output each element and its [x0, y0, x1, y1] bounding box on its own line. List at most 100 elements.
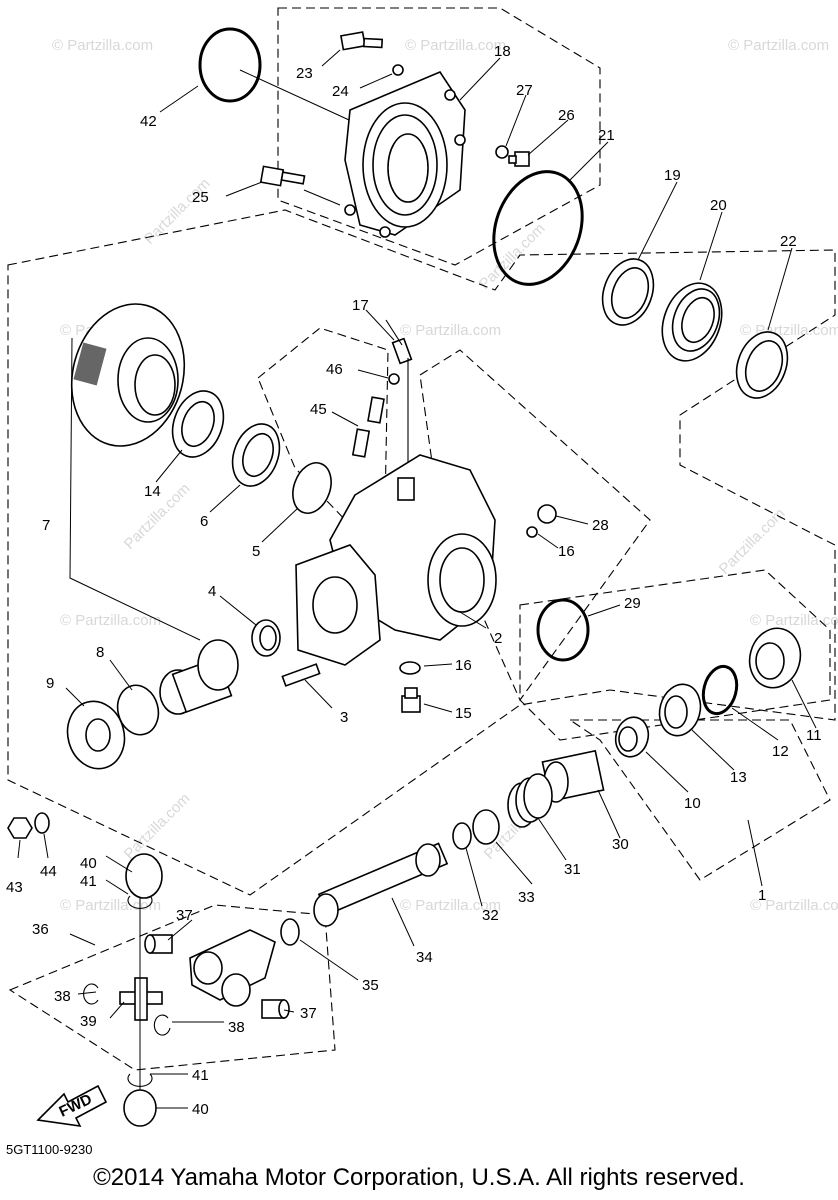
callout-32: 32 — [482, 907, 499, 924]
callout-30: 30 — [612, 836, 629, 853]
washer-44 — [34, 812, 50, 834]
callout-5: 5 — [252, 543, 260, 560]
callout-4: 4 — [208, 583, 216, 600]
callout-41: 41 — [80, 873, 97, 890]
callout-27: 27 — [516, 82, 533, 99]
callout-15: 15 — [455, 705, 472, 722]
callout-37: 37 — [176, 907, 193, 924]
pinion-bearing-outline — [257, 327, 389, 562]
callout-28: 28 — [592, 517, 609, 534]
ring-gear-7 — [70, 303, 186, 447]
housing-cover-outline — [277, 7, 601, 266]
callout-16: 16 — [558, 543, 575, 560]
main-assembly-outline — [7, 209, 836, 896]
callout-34: 34 — [416, 949, 433, 966]
callout-26: 26 — [558, 107, 575, 124]
spring-set-outline — [568, 719, 831, 881]
oil-seal-22 — [735, 331, 789, 399]
callout-18: 18 — [494, 43, 511, 60]
pinion-gear — [159, 639, 239, 715]
leader-lines — [17, 49, 817, 1109]
callout-24: 24 — [332, 83, 349, 100]
callout-46: 46 — [326, 361, 343, 378]
callout-44: 44 — [40, 863, 57, 880]
clip-46 — [388, 373, 400, 385]
callout-1: 1 — [758, 887, 766, 904]
callout-12: 12 — [772, 743, 789, 760]
circlip-38 — [83, 983, 99, 1005]
nut-11 — [748, 627, 802, 689]
callout-25: 25 — [192, 189, 209, 206]
callout-31: 31 — [564, 861, 581, 878]
callout-35: 35 — [362, 977, 379, 994]
bolt-23 — [340, 31, 384, 51]
fwd-arrow-icon: FWD — [36, 1084, 108, 1128]
circlip-35 — [280, 918, 300, 946]
bearing-13 — [658, 683, 702, 737]
callout-38: 38 — [228, 1019, 245, 1036]
callout-29: 29 — [624, 595, 641, 612]
washer-33 — [472, 809, 500, 845]
axis-line — [303, 189, 341, 206]
callout-43: 43 — [6, 879, 23, 896]
watermark: © Partzilla.com — [750, 897, 838, 914]
bearing-20 — [661, 282, 723, 362]
bearing-4 — [251, 619, 281, 657]
o-ring-21 — [492, 170, 584, 286]
breather-17 — [385, 319, 413, 480]
circlip-32 — [452, 822, 472, 850]
callout-23: 23 — [296, 65, 313, 82]
callout-22: 22 — [780, 233, 797, 250]
bearing-cup-37 — [144, 934, 173, 954]
drive-shaft-34 — [313, 842, 449, 927]
collar-10 — [614, 716, 650, 758]
callout-45: 45 — [310, 401, 327, 418]
bearing-9 — [66, 700, 126, 770]
bolt-25 — [259, 165, 306, 187]
plug-26 — [508, 151, 530, 167]
joint-outline — [8, 904, 336, 1071]
o-ring-29 — [536, 598, 590, 662]
axis-line — [239, 69, 361, 126]
yoke — [189, 929, 276, 1007]
callout-16: 16 — [455, 657, 472, 674]
stud-3 — [281, 663, 321, 687]
watermark: © Partzilla.com — [400, 322, 501, 339]
needle-bearing-6 — [231, 423, 281, 487]
watermark: © Partzilla.com — [750, 612, 838, 629]
callout-40: 40 — [192, 1101, 209, 1118]
watermark: Partzilla.com — [121, 790, 194, 863]
shim-8 — [116, 684, 160, 736]
watermark: © Partzilla.com — [405, 37, 506, 54]
bearing-cup-40 — [125, 853, 163, 899]
callout-19: 19 — [664, 167, 681, 184]
callout-14: 14 — [144, 483, 161, 500]
gasket-16 — [526, 526, 538, 538]
gear-case-2 — [295, 454, 497, 666]
drain-plug-28 — [537, 504, 557, 524]
bearing-cup-37 — [261, 999, 290, 1019]
bearing-cup-40 — [123, 1089, 157, 1127]
spider-39 — [119, 977, 163, 1021]
pin-45 — [351, 428, 371, 458]
callout-21: 21 — [598, 127, 615, 144]
nut-43 — [7, 817, 33, 839]
bearing-plate-14 — [171, 390, 225, 458]
o-ring-12 — [701, 664, 739, 716]
plug-15 — [401, 687, 421, 713]
callout-9: 9 — [46, 675, 54, 692]
watermark: © Partzilla.com — [728, 37, 829, 54]
callout-39: 39 — [80, 1013, 97, 1030]
callout-42: 42 — [140, 113, 157, 130]
callout-17: 17 — [352, 297, 369, 314]
shim-5 — [292, 462, 332, 514]
callout-11: 11 — [806, 727, 822, 744]
watermark: © Partzilla.com — [400, 897, 501, 914]
callout-40: 40 — [80, 855, 97, 872]
circlip-38 — [153, 1014, 171, 1036]
washer-27 — [495, 145, 509, 159]
document-code: 5GT1100-9230 — [6, 1142, 93, 1157]
housing-cover-18 — [344, 71, 466, 238]
callout-3: 3 — [340, 709, 348, 726]
drive-shaft-outline — [519, 569, 831, 741]
